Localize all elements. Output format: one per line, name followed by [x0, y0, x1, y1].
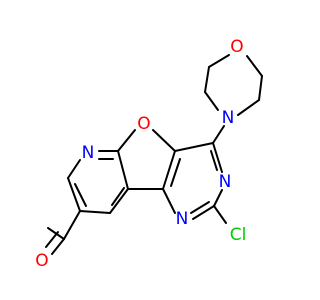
atom-labels: O N O N N N Cl O — [35, 37, 246, 271]
bond — [170, 158, 181, 187]
bond — [51, 238, 65, 255]
bond — [204, 91, 219, 111]
pyridine-nitrogen-label: N — [82, 143, 95, 163]
morpholine-nitrogen-label: N — [222, 108, 235, 128]
bond — [212, 125, 225, 144]
bond — [190, 201, 210, 214]
bond — [213, 205, 227, 224]
bond — [213, 189, 223, 207]
bond — [174, 142, 214, 152]
morpholine-oxygen-label: O — [230, 37, 243, 57]
furan-oxygen-label: O — [137, 114, 150, 134]
bond — [63, 210, 81, 240]
bond — [45, 231, 59, 248]
bond — [79, 210, 111, 214]
bond — [162, 150, 176, 190]
bond — [152, 129, 176, 152]
bond — [208, 54, 230, 68]
molecule-structure: O N O N N N Cl O — [0, 0, 300, 300]
pyrimidine-nitrogen-top-label: N — [219, 172, 232, 192]
pyrimidine-nitrogen-bottom-label: N — [176, 209, 189, 229]
bond — [258, 75, 263, 101]
bond — [109, 188, 129, 214]
bond — [237, 99, 260, 116]
bond — [117, 129, 136, 152]
bond — [212, 142, 223, 173]
bond — [111, 187, 125, 206]
bond — [246, 55, 263, 77]
chlorine-label: Cl — [230, 225, 247, 245]
bond — [210, 150, 218, 171]
bond — [67, 177, 81, 212]
bond — [162, 188, 176, 214]
bonds — [45, 54, 263, 255]
bond — [192, 205, 215, 220]
bond — [204, 66, 210, 93]
bond — [117, 150, 129, 190]
background — [0, 0, 300, 300]
aldehyde-oxygen-label: O — [35, 251, 48, 271]
bond — [74, 183, 87, 207]
bond — [67, 159, 81, 179]
